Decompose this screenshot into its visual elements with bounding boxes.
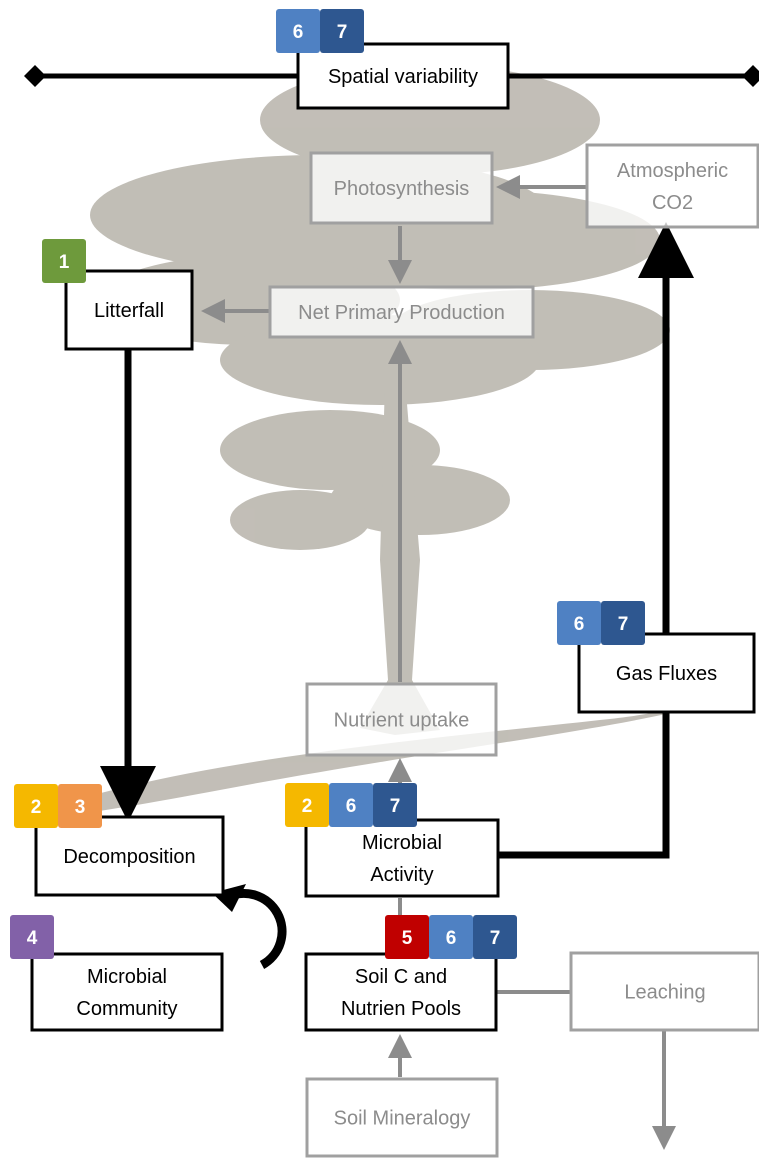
pools-badge-5: 5 <box>385 915 429 959</box>
black-arrows <box>100 222 694 859</box>
svg-text:6: 6 <box>346 796 357 817</box>
nutrient-box: Nutrient uptake <box>305 682 498 757</box>
svg-text:6: 6 <box>574 614 585 635</box>
pools-label-line-1: Soil C and <box>355 966 447 988</box>
spatial-label: Spatial variability <box>328 66 478 88</box>
decomposition-box: Decomposition <box>34 815 225 897</box>
leaching-label: Leaching <box>624 982 705 1004</box>
svg-text:7: 7 <box>490 928 501 949</box>
activity-badge-7: 7 <box>373 783 417 827</box>
activity-badge-6: 6 <box>329 783 373 827</box>
community-badge-4: 4 <box>10 915 54 959</box>
gas-badge-6: 6 <box>557 601 601 645</box>
svg-text:7: 7 <box>390 796 401 817</box>
svg-text:2: 2 <box>31 797 42 818</box>
spatial-badge-7: 7 <box>320 9 364 53</box>
co2-label-line-1: Atmospheric <box>617 160 728 182</box>
gas-label: Gas Fluxes <box>616 663 717 685</box>
svg-text:7: 7 <box>337 22 348 43</box>
litterfall-badge-1: 1 <box>42 239 86 283</box>
pools-label-line-2: Nutrien Pools <box>341 998 461 1020</box>
left-diamond-icon <box>24 65 46 87</box>
svg-text:1: 1 <box>59 252 70 273</box>
activity-label-line-2: Activity <box>370 864 433 886</box>
nutrient-label: Nutrient uptake <box>334 710 470 732</box>
photosynthesis-label: Photosynthesis <box>334 178 470 200</box>
litterfall-label: Litterfall <box>94 300 164 322</box>
co2-label-line-2: CO2 <box>652 192 693 214</box>
svg-text:7: 7 <box>618 614 629 635</box>
spatial-box: Spatial variability <box>296 42 510 110</box>
npp-box: Net Primary Production <box>268 285 535 339</box>
svg-text:6: 6 <box>446 928 457 949</box>
mineralogy-box: Soil Mineralogy <box>305 1077 499 1158</box>
gas-badge-7: 7 <box>601 601 645 645</box>
community-label-line-2: Community <box>76 998 177 1020</box>
svg-text:3: 3 <box>75 797 86 818</box>
decomposition-badge-2: 2 <box>14 784 58 828</box>
npp-label: Net Primary Production <box>298 302 505 324</box>
activity-label-line-1: Microbial <box>362 832 442 854</box>
pools-badge-6: 6 <box>429 915 473 959</box>
photosynthesis-box: Photosynthesis <box>309 151 494 225</box>
spatial-badge-6: 6 <box>276 9 320 53</box>
litterfall-box: Litterfall <box>64 269 194 351</box>
activity-badge-2: 2 <box>285 783 329 827</box>
decomposition-label: Decomposition <box>63 846 195 868</box>
svg-text:2: 2 <box>302 796 313 817</box>
svg-text:6: 6 <box>293 22 304 43</box>
svg-text:4: 4 <box>27 928 38 949</box>
community-label-line-1: Microbial <box>87 966 167 988</box>
decomposition-badge-3: 3 <box>58 784 102 828</box>
pools-badge-7: 7 <box>473 915 517 959</box>
leaching-box: Leaching <box>569 951 759 1032</box>
arrow-activity-to-co2 <box>499 222 694 859</box>
svg-text:5: 5 <box>402 928 413 949</box>
gas-box: Gas Fluxes <box>577 632 756 714</box>
right-diamond-icon <box>742 65 759 87</box>
mineralogy-label: Soil Mineralogy <box>334 1108 471 1130</box>
